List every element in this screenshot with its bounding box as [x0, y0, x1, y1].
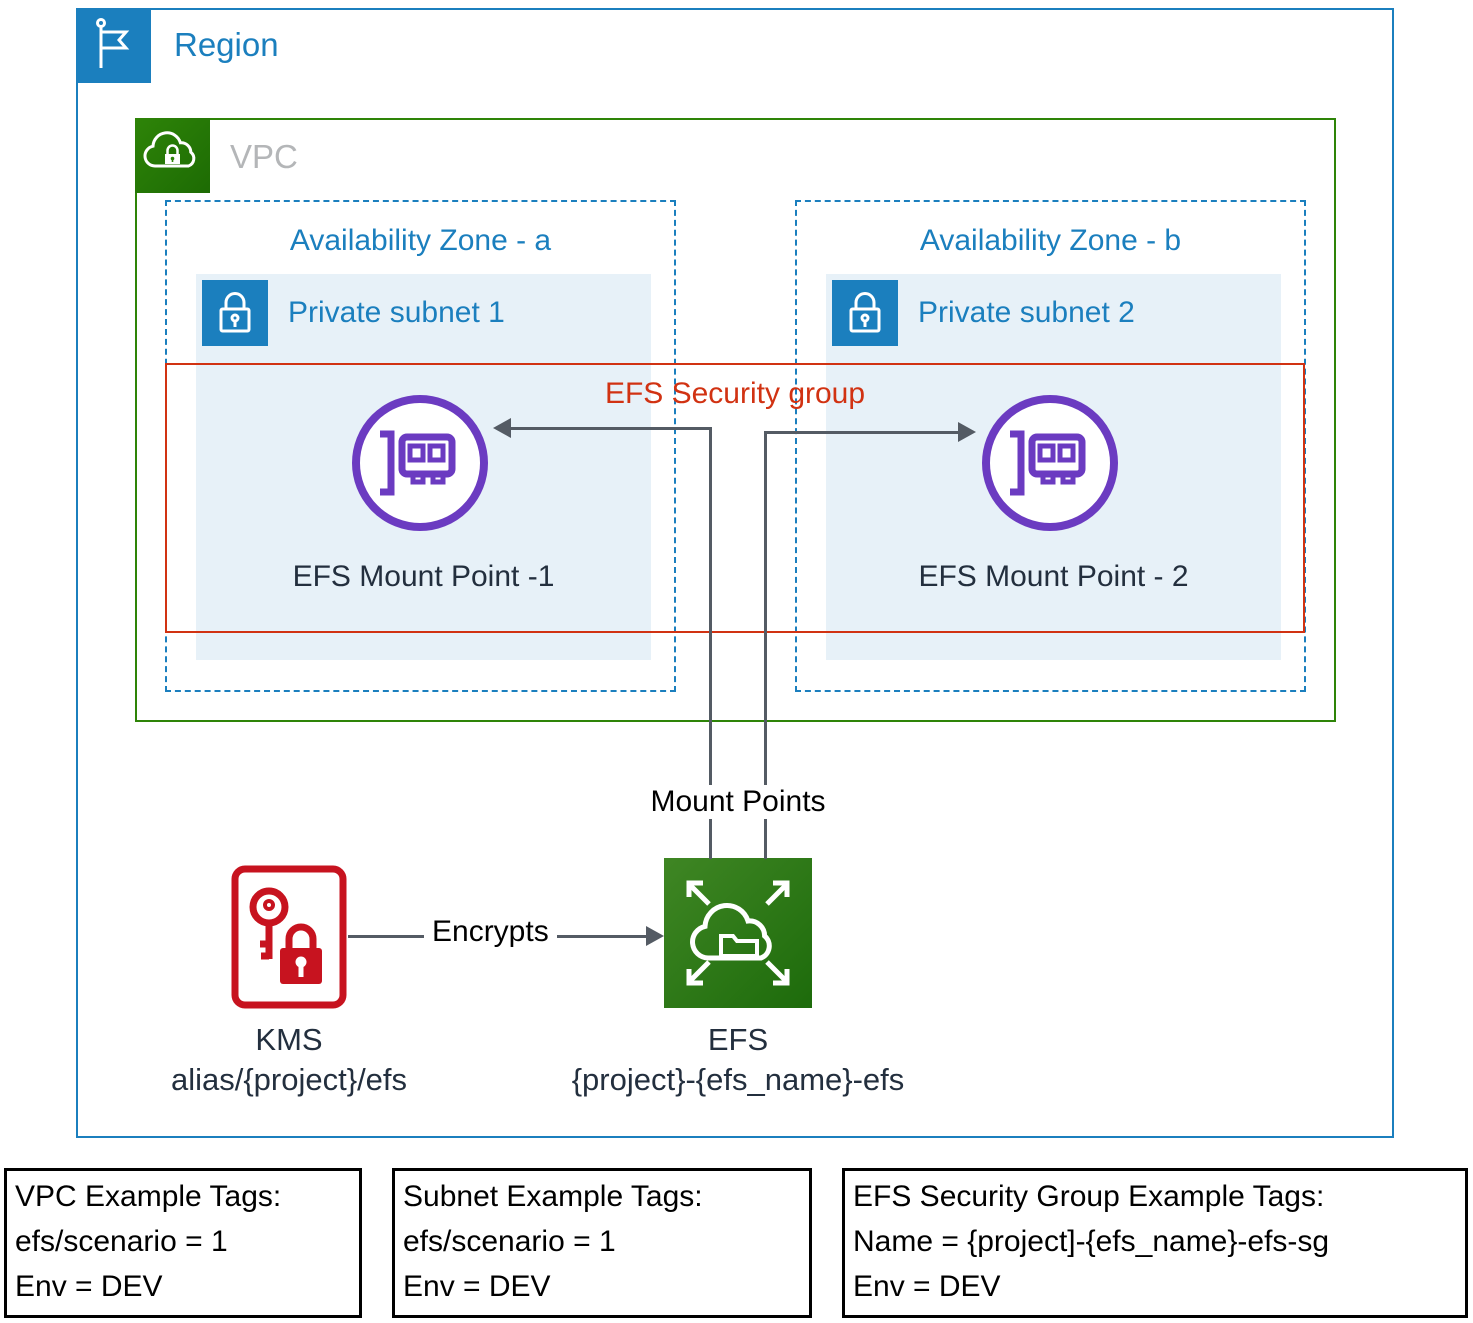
connector-to-mount-point-1: [511, 427, 711, 430]
vpc-icon: [135, 118, 210, 193]
az-a-label: Availability Zone - a: [289, 224, 552, 257]
az-b-label: Availability Zone - b: [919, 224, 1182, 257]
efs-security-group-label: EFS Security group: [604, 377, 866, 410]
kms-subtitle: alias/{project}/efs: [170, 1062, 408, 1097]
region-container: Region VPC Availability Zone - a: [76, 8, 1394, 1138]
efs-security-group-boundary: EFS Security group: [165, 363, 1305, 633]
availability-zone-a: Availability Zone - a Private subnet 1: [165, 200, 676, 692]
connector-vertical-2: [764, 431, 767, 859]
private-subnet-1: Private subnet 1: [196, 274, 651, 660]
efs-mount-point-1-label: EFS Mount Point -1: [292, 560, 555, 593]
tag-line: Env = DEV: [403, 1270, 551, 1303]
mount-points-label: Mount Points: [635, 785, 841, 819]
kms-icon: [230, 864, 348, 1010]
tag-line: VPC Example Tags:: [15, 1180, 282, 1213]
connector-vertical-1: [709, 427, 712, 859]
efs-mount-point-1-icon: [347, 390, 493, 536]
tag-box-vpc: VPC Example Tags: efs/scenario = 1 Env =…: [4, 1168, 362, 1318]
region-flag-icon: [76, 8, 151, 83]
efs-icon: [664, 858, 812, 1008]
tag-line: EFS Security Group Example Tags:: [853, 1180, 1325, 1213]
efs-mount-point-2-label: EFS Mount Point - 2: [918, 560, 1189, 593]
subnet-1-lock-icon: [202, 280, 268, 346]
tag-line: Name = {project]-{efs_name}-efs-sg: [853, 1225, 1330, 1258]
efs-mount-point-2-icon: [977, 390, 1123, 536]
private-subnet-2: Private subnet 2: [826, 274, 1281, 660]
subnet-2-label: Private subnet 2: [918, 296, 1135, 329]
efs-title: EFS: [707, 1022, 769, 1057]
kms-title: KMS: [255, 1022, 323, 1057]
connector-to-mount-point-2: [764, 431, 958, 434]
encrypts-label: Encrypts: [424, 915, 557, 949]
tag-box-subnet: Subnet Example Tags: efs/scenario = 1 En…: [392, 1168, 812, 1318]
tag-line: Env = DEV: [853, 1270, 1001, 1303]
tag-line: efs/scenario = 1: [15, 1225, 228, 1258]
subnet-2-lock-icon: [832, 280, 898, 346]
vpc-container: VPC Availability Zone - a Private subnet…: [135, 118, 1336, 722]
tag-line: Env = DEV: [15, 1270, 163, 1303]
tag-line: efs/scenario = 1: [403, 1225, 616, 1258]
subnet-1-label: Private subnet 1: [288, 296, 505, 329]
tag-box-efs-security-group: EFS Security Group Example Tags: Name = …: [842, 1168, 1468, 1318]
arrowhead-encrypts: [646, 926, 664, 946]
tag-line: Subnet Example Tags:: [403, 1180, 703, 1213]
availability-zone-b: Availability Zone - b Private subnet 2: [795, 200, 1306, 692]
arrowhead-mount-point-1: [493, 418, 511, 438]
efs-subtitle: {project}-{efs_name}-efs: [571, 1062, 905, 1097]
arrowhead-mount-point-2: [958, 422, 976, 442]
vpc-label: VPC: [230, 138, 298, 175]
region-label: Region: [174, 26, 279, 63]
